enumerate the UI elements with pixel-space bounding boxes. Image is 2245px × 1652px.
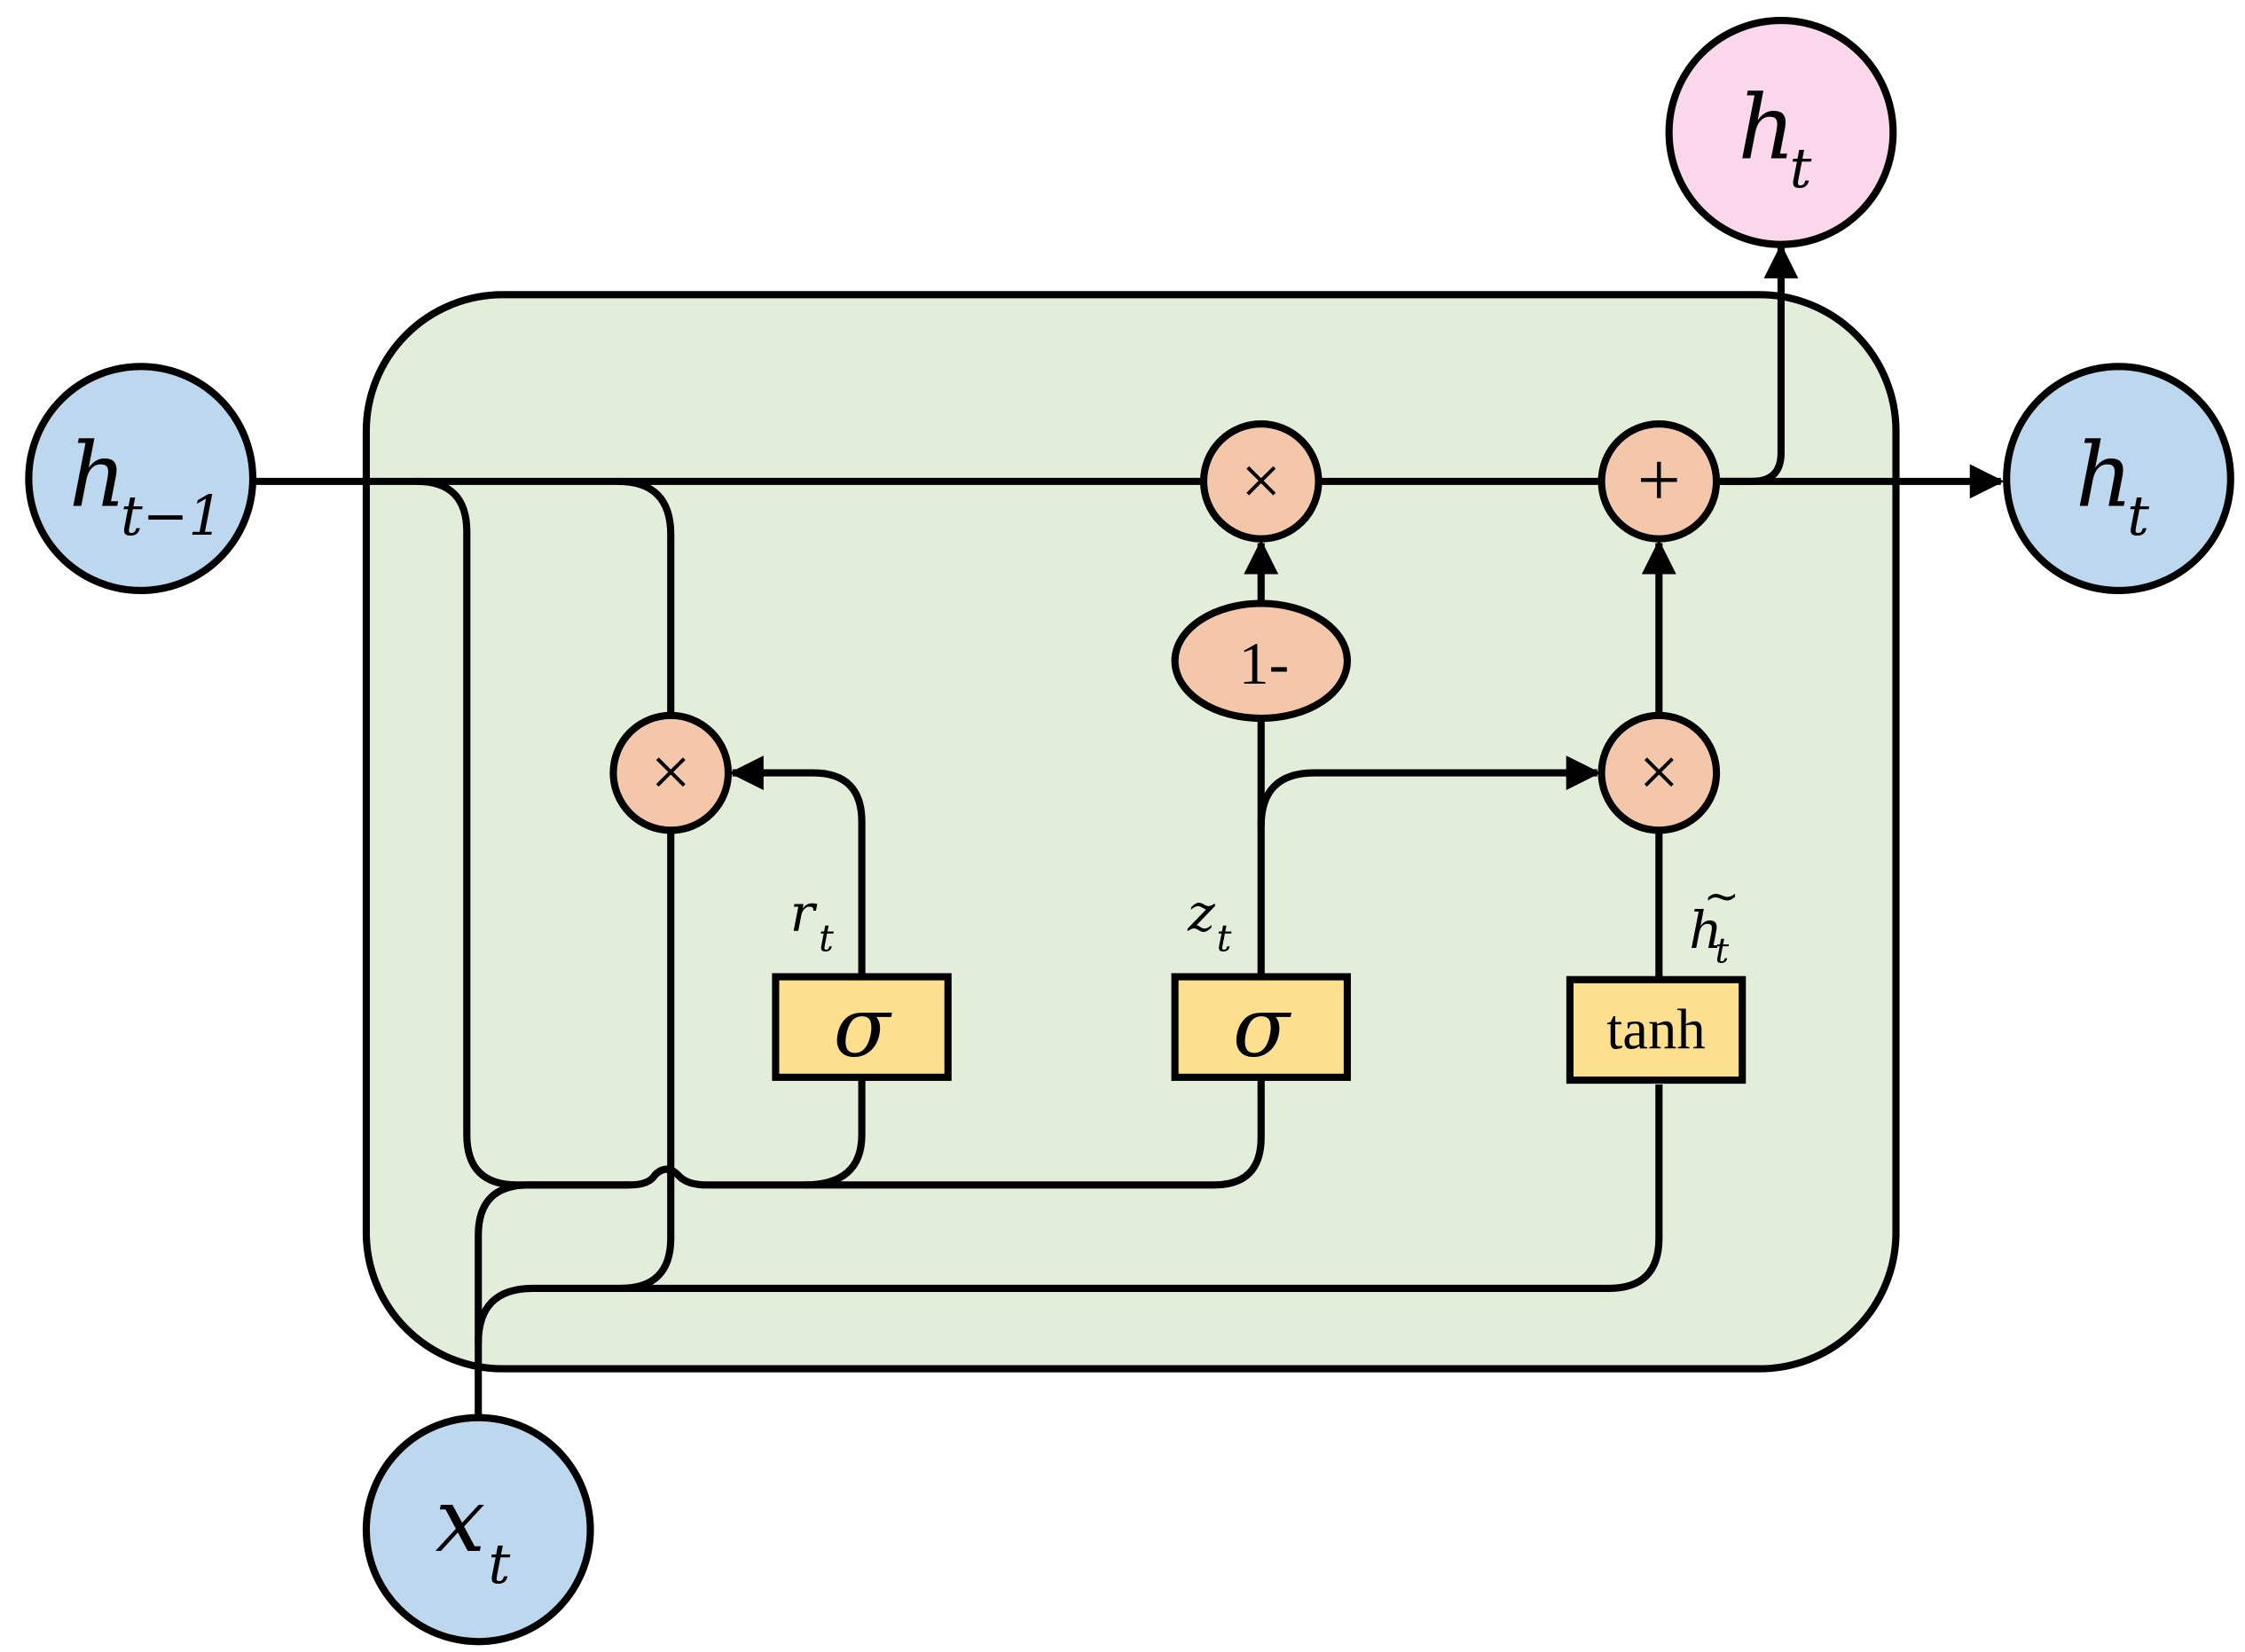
label-accent: ~ bbox=[1704, 872, 1740, 921]
sigma-symbol: σ bbox=[1233, 980, 1292, 1077]
multiply-symbol: × bbox=[1241, 441, 1282, 521]
operator-sum: + bbox=[1597, 420, 1721, 543]
node-sub: t bbox=[489, 1532, 511, 1596]
node-base: h bbox=[1738, 76, 1795, 180]
operator-hidden-multiply: × bbox=[1199, 420, 1323, 543]
gate-candidate: tanh bbox=[1566, 975, 1747, 1084]
node-h-prev: h t−1 bbox=[25, 363, 257, 594]
node-base: h bbox=[2076, 423, 2133, 527]
label-z-t: z t bbox=[1187, 883, 1231, 960]
connection-lines bbox=[255, 244, 2005, 1415]
tanh-label: tanh bbox=[1606, 998, 1706, 1061]
plus-symbol: + bbox=[1637, 436, 1681, 522]
label-sub: t bbox=[1715, 931, 1729, 971]
node-h-out-right: h t bbox=[2003, 363, 2234, 594]
label-base: h bbox=[1689, 900, 1723, 960]
label-sub: t bbox=[1217, 916, 1232, 959]
operator-candidate-multiply: × bbox=[1597, 711, 1721, 834]
sigma-symbol: σ bbox=[834, 980, 893, 1077]
operator-one-minus: 1- bbox=[1171, 599, 1351, 723]
multiply-symbol: × bbox=[1638, 732, 1679, 811]
label-r-t: r t bbox=[790, 883, 834, 960]
gate-update: σ bbox=[1171, 973, 1351, 1081]
label-h-tilde-t: ~ h t bbox=[1689, 872, 1739, 971]
operator-reset-multiply: × bbox=[609, 711, 733, 834]
node-base: h bbox=[69, 423, 127, 527]
node-x-in: x t bbox=[362, 1413, 594, 1646]
one-minus-label: 1- bbox=[1239, 630, 1290, 697]
label-sub: t bbox=[819, 916, 834, 959]
label-base: z bbox=[1187, 883, 1215, 943]
node-sub: t bbox=[1790, 137, 1812, 200]
multiply-symbol: × bbox=[650, 732, 691, 811]
gru-cell-body bbox=[362, 291, 1900, 1373]
node-sub: t−1 bbox=[121, 484, 223, 548]
node-base: x bbox=[436, 1468, 486, 1572]
label-base: r bbox=[790, 883, 818, 943]
gate-reset: σ bbox=[772, 973, 952, 1081]
node-sub: t bbox=[2127, 484, 2149, 548]
node-h-out-top: h t bbox=[1665, 17, 1897, 248]
